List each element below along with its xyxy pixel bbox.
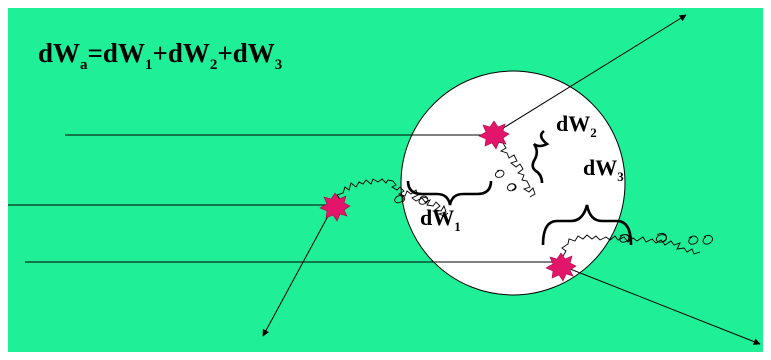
label-dw3-sub: 3 [617,169,624,184]
equation-plus-2: + [217,38,232,68]
target-circle [401,71,625,295]
equation-term-3: dW [233,38,275,68]
equation-lhs: dW [38,38,80,68]
label-dw1-base: dW [420,205,454,230]
equation-equals: = [88,38,103,68]
equation-term-1-sub: 1 [145,57,153,73]
label-dw2-base: dW [556,111,590,136]
equation-term-1: dW [103,38,145,68]
label-dw2-sub: 2 [590,125,597,140]
equation-term-3-sub: 3 [275,57,283,73]
label-dw1-sub: 1 [454,219,461,234]
equation-term-2: dW [168,38,210,68]
label-dw3-base: dW [583,155,617,180]
equation: dWa=dW1+dW2+dW3 [38,38,282,73]
equation-term-2-sub: 2 [210,57,218,73]
equation-plus-1: + [152,38,167,68]
